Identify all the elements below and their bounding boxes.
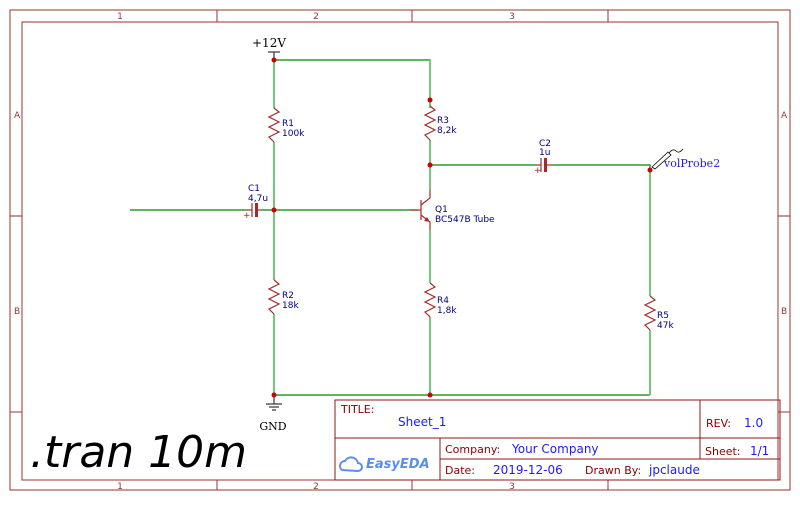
capacitor-c2[interactable]: + C2 1u	[534, 139, 552, 176]
c2-ref: C2	[539, 139, 551, 149]
resistor-r2[interactable]: R2 18k	[267, 279, 299, 315]
c2-value: 1u	[539, 148, 550, 158]
r4-ref: R4	[437, 296, 449, 306]
column-label: 2	[313, 482, 319, 492]
row-label: B	[781, 307, 787, 317]
date-value: 2019-12-06	[493, 463, 563, 477]
title-label: TITLE:	[340, 403, 374, 416]
easyeda-logo: EasyEDA	[339, 456, 430, 473]
r1-value: 100k	[282, 129, 305, 139]
r3-value: 8,2k	[437, 126, 457, 136]
column-label: 1	[117, 482, 123, 492]
ground-symbol[interactable]: GND	[259, 395, 287, 433]
power-label: +12V	[252, 36, 286, 50]
row-label: A	[14, 111, 21, 121]
column-label: 2	[313, 12, 319, 22]
resistor-r3[interactable]: R3 8,2k	[423, 105, 457, 141]
row-label: A	[781, 111, 788, 121]
probe-icon	[651, 151, 672, 170]
r2-value: 18k	[282, 301, 299, 311]
sheet-title: Sheet_1	[398, 415, 446, 429]
ground-label: GND	[259, 420, 286, 433]
capacitor-c1[interactable]: + C1 4,7u	[243, 184, 268, 221]
cloud-icon	[339, 456, 363, 473]
resistor-r5[interactable]: R5 47k	[643, 295, 674, 331]
transistor-q1[interactable]: Q1 BC547B Tube	[410, 190, 495, 230]
sheet-value: 1/1	[750, 444, 769, 458]
rev-value: 1.0	[744, 416, 763, 430]
date-label: Date:	[445, 464, 475, 477]
r4-value: 1,8k	[437, 306, 457, 316]
r1-ref: R1	[282, 119, 294, 129]
title-block: TITLE: Sheet_1 REV: 1.0 Company: Your Co…	[334, 399, 781, 481]
wires	[130, 59, 652, 396]
power-symbol-12v[interactable]: +12V	[252, 36, 286, 60]
resistor-r4[interactable]: R4 1,8k	[423, 282, 457, 318]
c2-polarity: +	[534, 166, 542, 176]
q1-ref: Q1	[435, 205, 448, 215]
r5-value: 47k	[657, 321, 674, 331]
column-label: 3	[509, 482, 515, 492]
column-label: 1	[117, 12, 123, 22]
r5-ref: R5	[657, 311, 669, 321]
company-value: Your Company	[511, 442, 599, 456]
sheet-label: Sheet:	[705, 445, 741, 458]
drawn-by-value: jpclaude	[648, 463, 700, 477]
r2-ref: R2	[282, 291, 294, 301]
q1-value: BC547B Tube	[435, 215, 495, 225]
voltage-probe[interactable]: volProbe2	[651, 148, 720, 170]
c1-value: 4,7u	[248, 194, 268, 204]
company-label: Company:	[445, 443, 500, 456]
c1-ref: C1	[248, 184, 260, 194]
drawn-by-label: Drawn By:	[585, 464, 641, 477]
resistor-r1[interactable]: R1 100k	[267, 107, 305, 143]
spice-directive[interactable]: .tran 10m	[30, 427, 247, 478]
probe-label: volProbe2	[663, 157, 720, 170]
rev-label: REV:	[706, 417, 731, 430]
junctions	[271, 57, 653, 398]
r3-ref: R3	[437, 116, 449, 126]
logo-text: EasyEDA	[366, 457, 430, 472]
row-label: B	[14, 307, 20, 317]
c1-polarity: +	[243, 211, 251, 221]
column-label: 3	[509, 12, 515, 22]
